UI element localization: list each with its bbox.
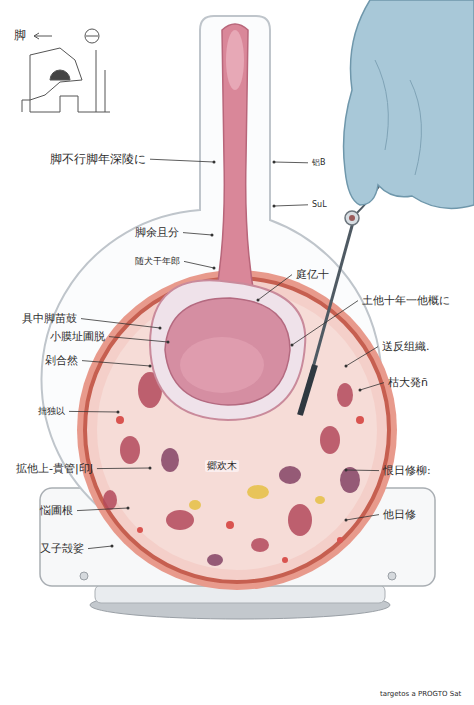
leader-line bbox=[81, 319, 160, 328]
leader-dot bbox=[149, 365, 152, 368]
leader-line bbox=[360, 383, 384, 390]
part-label: 随犬干年郎 bbox=[135, 256, 180, 267]
part-label: 土他十年一他概に bbox=[362, 294, 450, 307]
part-label: targetos a PROGTO Sat bbox=[380, 690, 461, 698]
leader-line bbox=[97, 468, 150, 470]
leader-dot bbox=[213, 267, 216, 270]
part-label: 具中脚苗鼓 bbox=[22, 312, 77, 325]
inner-cup bbox=[150, 280, 305, 420]
leader-line bbox=[184, 261, 214, 268]
leader-dot bbox=[345, 519, 348, 522]
leader-line bbox=[346, 347, 378, 366]
part-label: 恨日修柳: bbox=[383, 464, 431, 477]
leader-dot bbox=[345, 469, 348, 472]
part-label: 又子殻娑 bbox=[40, 542, 84, 555]
leader-dot bbox=[211, 234, 214, 237]
part-label: 悩圃根 bbox=[40, 504, 73, 517]
leader-line bbox=[109, 337, 168, 342]
leader-line bbox=[88, 546, 112, 549]
leader-dot bbox=[159, 327, 162, 330]
neck-tube bbox=[215, 24, 255, 300]
leader-line bbox=[77, 508, 128, 511]
part-label: 脚不行脚年深陵に bbox=[50, 152, 146, 166]
part-label: SuL bbox=[312, 200, 327, 210]
part-label: 脚余且分 bbox=[135, 226, 179, 239]
part-label: 小膜址圃脱 bbox=[50, 330, 105, 343]
gloved-hand bbox=[300, 0, 474, 415]
part-label: 庭亿十 bbox=[296, 268, 329, 281]
leader-dot bbox=[359, 389, 362, 392]
leader-dot bbox=[257, 299, 260, 302]
part-label: 郷欢木 bbox=[205, 460, 239, 472]
leader-dot bbox=[213, 161, 216, 164]
leader-line bbox=[346, 515, 379, 520]
leader-line bbox=[258, 275, 292, 300]
leader-dot bbox=[345, 365, 348, 368]
leader-line bbox=[82, 361, 150, 366]
leader-line bbox=[183, 233, 212, 235]
part-label: 他日修 bbox=[383, 508, 416, 521]
corner-icon bbox=[22, 29, 110, 112]
leader-dot bbox=[167, 341, 170, 344]
leader-line bbox=[346, 470, 379, 472]
leader-dot bbox=[149, 467, 152, 470]
leader-dot bbox=[127, 507, 130, 510]
part-label: 剁合然 bbox=[45, 354, 78, 367]
leader-line bbox=[150, 159, 214, 162]
part-label: 铝B bbox=[312, 158, 326, 168]
part-label: 拡他上-貴管|印J bbox=[16, 462, 93, 475]
part-label: 送反组織. bbox=[382, 340, 430, 353]
leader-dot bbox=[117, 411, 120, 414]
tissue-body bbox=[77, 270, 397, 590]
leader-dot bbox=[273, 161, 276, 164]
leader-dot bbox=[273, 205, 276, 208]
leader-line bbox=[69, 411, 118, 413]
leader-line bbox=[274, 162, 308, 164]
part-label: 枯大発ñ bbox=[388, 376, 428, 389]
part-label: 脚 bbox=[14, 28, 26, 42]
leader-dot bbox=[111, 545, 114, 548]
part-label: 拙独以 bbox=[38, 406, 65, 417]
leader-line bbox=[292, 301, 358, 345]
leader-line bbox=[274, 205, 308, 206]
leader-dot bbox=[291, 344, 294, 347]
